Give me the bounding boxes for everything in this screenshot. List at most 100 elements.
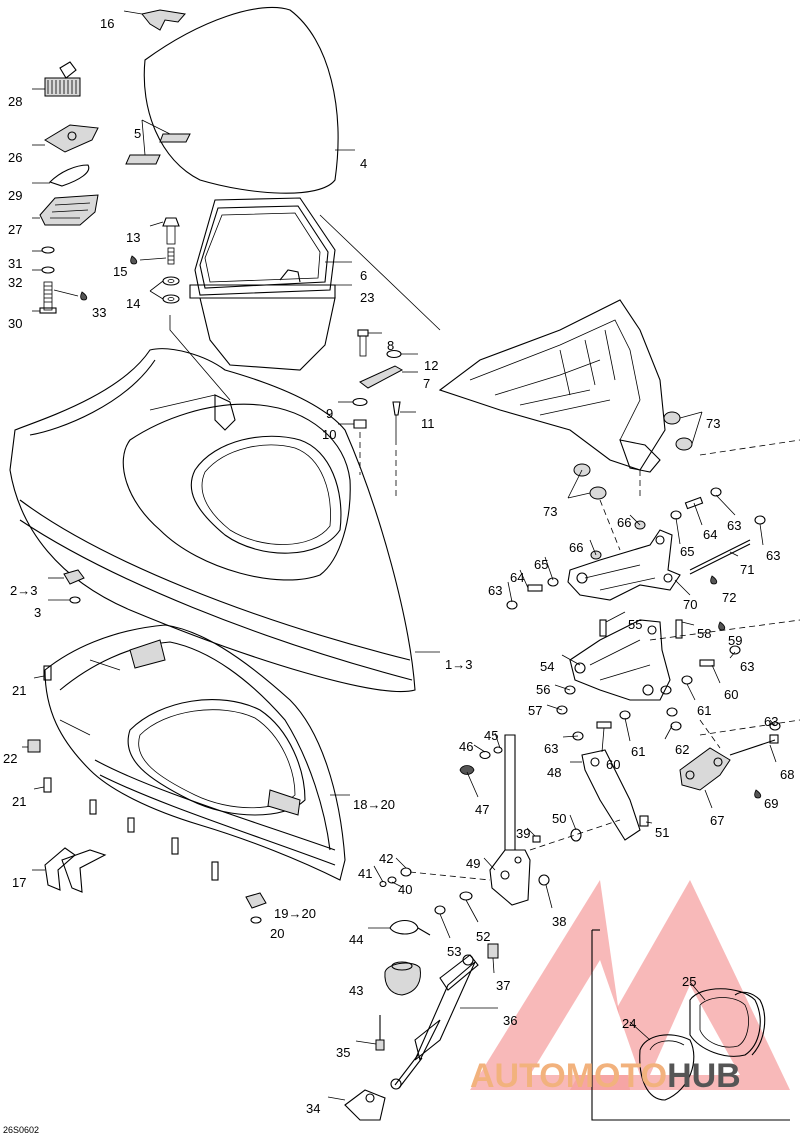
part-67-bracket <box>679 719 781 809</box>
callout-c68: 68 <box>780 767 794 782</box>
callout-c11: 11 <box>421 416 435 431</box>
callout-c32: 32 <box>8 275 22 290</box>
callout-c15: 15 <box>113 264 127 279</box>
watermark-logo <box>470 880 790 1090</box>
oil-drop-icon <box>130 255 138 265</box>
part-21-22-screws <box>22 665 219 881</box>
oil-drop-icon <box>718 621 726 631</box>
callout-c46: 46 <box>459 739 473 754</box>
callout-c71: 71 <box>740 562 754 577</box>
callout-c43: 43 <box>349 983 363 998</box>
part-34-35-mount <box>327 1015 386 1121</box>
callout-c55: 55 <box>628 617 642 632</box>
callout-c35: 35 <box>336 1045 350 1060</box>
callout-c64a: 64 <box>703 527 717 542</box>
frame-upper-right <box>438 299 703 551</box>
part-2-3-nut <box>48 569 85 604</box>
part-13-15-fastener <box>130 217 180 265</box>
part-40-44-hardware <box>368 857 491 939</box>
callout-c63b: 63 <box>766 548 780 563</box>
callout-c54: 54 <box>540 659 554 674</box>
callout-c63f: 63 <box>544 741 558 756</box>
callout-c18to20: 18→20 <box>353 797 395 812</box>
callout-c63d: 63 <box>740 659 754 674</box>
part-16-clip <box>123 9 186 31</box>
part-54-plate-assembly <box>546 611 741 753</box>
callout-c56: 56 <box>536 682 550 697</box>
callout-c25: 25 <box>682 974 696 989</box>
callout-c30: 30 <box>8 316 22 331</box>
callout-c70: 70 <box>683 597 697 612</box>
callout-c53: 53 <box>447 944 461 959</box>
oil-drop-icon <box>754 789 762 799</box>
callout-c52: 52 <box>476 929 490 944</box>
callout-c44: 44 <box>349 932 363 947</box>
callout-c34: 34 <box>306 1101 320 1116</box>
callout-c62: 62 <box>675 742 689 757</box>
watermark-text-hub: HUB <box>667 1057 741 1095</box>
callout-c22: 22 <box>3 751 17 766</box>
callout-c61b: 61 <box>631 744 645 759</box>
callout-c24: 24 <box>622 1016 636 1031</box>
callout-c45: 45 <box>484 728 498 743</box>
callout-c63e: 63 <box>764 714 778 729</box>
callout-c36: 36 <box>503 1013 517 1028</box>
callout-c4: 4 <box>360 156 367 171</box>
callout-c13: 13 <box>126 230 140 245</box>
oil-drop-icon <box>80 291 88 301</box>
part-70-bracket-assembly <box>506 487 766 610</box>
callout-c51: 51 <box>655 825 669 840</box>
part-19-20-nut <box>245 892 267 924</box>
part-37-pin <box>487 943 499 974</box>
part-17-bracket <box>32 847 107 893</box>
part-6-23-storage-bin <box>189 197 352 371</box>
callout-c8: 8 <box>387 338 394 353</box>
callout-c26: 26 <box>8 150 22 165</box>
part-43-bumper <box>384 961 421 996</box>
callout-c73a: 73 <box>706 416 720 431</box>
part-26-bracket <box>32 124 99 153</box>
callout-c50: 50 <box>552 811 566 826</box>
callout-c28: 28 <box>8 94 22 109</box>
callout-c65a: 65 <box>680 544 694 559</box>
callout-c73b: 73 <box>543 504 557 519</box>
callout-c72: 72 <box>722 590 736 605</box>
watermark-text-automoto: AUTOMOTO <box>470 1057 667 1095</box>
callout-c5: 5 <box>134 126 141 141</box>
callout-c39: 39 <box>516 826 530 841</box>
callout-c42: 42 <box>379 851 393 866</box>
part-18-lower-tub <box>44 624 350 881</box>
callout-c49: 49 <box>466 856 480 871</box>
part-28-strap <box>32 61 81 97</box>
callout-c1to3: 1→3 <box>445 657 472 672</box>
callout-c2to3: 2→3 <box>10 583 37 598</box>
callout-c6: 6 <box>360 268 367 283</box>
part-8-12-7-9-10-11-hardware <box>338 329 418 500</box>
callout-c21a: 21 <box>12 683 26 698</box>
callout-c31: 31 <box>8 256 22 271</box>
callout-c69: 69 <box>764 796 778 811</box>
callout-c64b: 64 <box>510 570 524 585</box>
inset-detail-box <box>591 929 790 1121</box>
callout-c63a: 63 <box>727 518 741 533</box>
oil-drop-icon <box>710 575 718 585</box>
callout-c41: 41 <box>358 866 372 881</box>
watermark-automoto: AUTOMOTOHUB <box>470 1057 741 1095</box>
diagram-code: 26S0602 <box>3 1125 39 1135</box>
part-1-top-deck <box>9 348 440 693</box>
callout-c66a: 66 <box>617 515 631 530</box>
callout-c3: 3 <box>34 605 41 620</box>
callout-c60a: 60 <box>724 687 738 702</box>
callout-c20: 20 <box>270 926 284 941</box>
callout-c63c: 63 <box>488 583 502 598</box>
callout-c33: 33 <box>92 305 106 320</box>
callout-c9: 9 <box>326 406 333 421</box>
callout-c27: 27 <box>8 222 22 237</box>
part-48-49-linkage <box>459 732 653 909</box>
callout-c37: 37 <box>496 978 510 993</box>
callout-c58: 58 <box>697 626 711 641</box>
callout-c14: 14 <box>126 296 140 311</box>
callout-c48: 48 <box>547 765 561 780</box>
